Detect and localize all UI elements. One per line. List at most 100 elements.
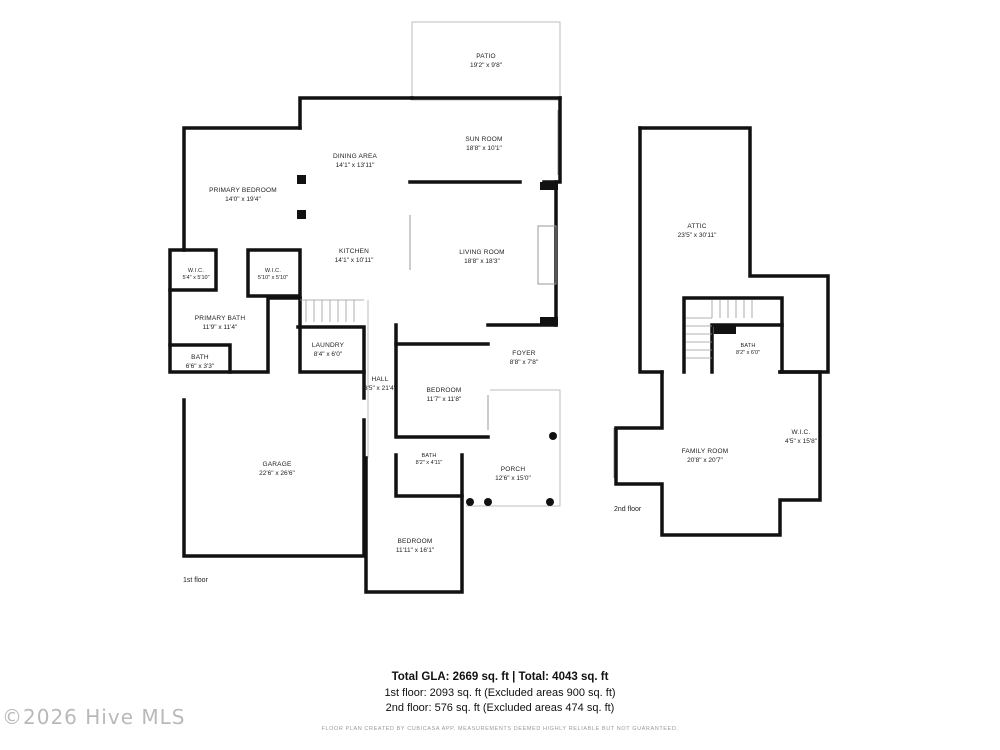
room-label-bath-small: BATH 6'6" x 3'3" xyxy=(186,353,214,371)
wall-wic-left xyxy=(168,248,218,292)
summary-second-floor: 2nd floor: 576 sq. ft (Excluded areas 47… xyxy=(385,702,615,714)
room-label-dining-area: DINING AREA 14'1" x 13'11" xyxy=(333,152,377,170)
stairs-first xyxy=(300,299,364,322)
room-dims: 5'4" x 5'10" xyxy=(182,275,210,281)
room-label-wic-left: W.I.C. 5'4" x 5'10" xyxy=(182,268,209,282)
room-name: FOYER xyxy=(512,350,536,357)
room-name: DINING AREA xyxy=(332,153,378,160)
room-label-garage: GARAGE 22'6" x 26'6" xyxy=(259,460,295,478)
room-dims: 11'11" x 16'1" xyxy=(395,547,435,554)
wall-bath-small xyxy=(168,343,232,374)
room-name: W.I.C. xyxy=(187,268,205,274)
floor-label-first: 1st floor xyxy=(183,577,208,584)
room-dims: 18'8" x 10'1" xyxy=(466,145,502,152)
room-dims: 8'4" x 6'0" xyxy=(313,351,343,358)
room-name: KITCHEN xyxy=(339,248,369,255)
room-dims: 6'6" x 3'3" xyxy=(185,363,215,370)
stairs-second xyxy=(686,300,753,359)
wall-family xyxy=(614,370,822,537)
fireplace-top xyxy=(540,182,558,190)
room-label-kitchen: KITCHEN 14'1" x 10'11" xyxy=(335,247,374,265)
floor-label-second: 2nd floor xyxy=(614,506,642,513)
wall-blocks xyxy=(297,175,736,506)
room-dims: 8'2" x 6'0" xyxy=(735,350,761,356)
wall-attic xyxy=(638,126,830,374)
wall-primary xyxy=(168,126,302,374)
room-dims: 14'1" x 13'11" xyxy=(335,162,375,169)
room-name: ATTIC xyxy=(687,223,707,230)
room-label-bath-lower: BATH 8'2" x 4'11" xyxy=(416,453,443,467)
room-name: BATH xyxy=(421,453,437,459)
fireplace-hearth xyxy=(537,225,557,285)
room-dims: 23'5" x 30'11" xyxy=(677,232,717,239)
porch-post-2 xyxy=(466,498,474,506)
wall-stair-well xyxy=(682,296,784,374)
room-name: LIVING ROOM xyxy=(459,249,505,256)
porch-post-3 xyxy=(484,498,492,506)
room-name: W.I.C. xyxy=(264,268,282,274)
room-name: BATH xyxy=(191,354,209,361)
wall-lower-bedroom xyxy=(364,456,464,594)
porch-post-4 xyxy=(546,498,554,506)
wall-dining-top xyxy=(298,96,414,130)
wall-attic-left xyxy=(638,126,664,374)
patio-outline xyxy=(411,21,561,101)
room-label-laundry: LAUNDRY 8'4" x 6'0" xyxy=(312,341,344,359)
room-label-wic-second: W.I.C. 4'5" x 15'8" xyxy=(785,428,817,446)
room-label-hall: HALL 3'5" x 21'4" xyxy=(364,375,396,393)
porch-post-1 xyxy=(549,432,557,440)
room-label-attic: ATTIC 23'5" x 30'11" xyxy=(678,222,717,240)
room-name: PRIMARY BEDROOM xyxy=(209,187,277,194)
fireplace xyxy=(537,225,557,285)
room-dims: 22'6" x 26'6" xyxy=(259,470,295,477)
room-label-bath-second: BATH 8'2" x 6'0" xyxy=(736,343,760,357)
room-dims: 3'5" x 21'4" xyxy=(363,385,397,392)
room-label-primary-bedroom: PRIMARY BEDROOM 14'0" x 19'4" xyxy=(209,186,277,204)
room-name: HALL xyxy=(371,376,389,383)
room-label-bedroom-mid: BEDROOM 11'7" x 11'8" xyxy=(427,386,462,404)
room-dims: 8'2" x 4'11" xyxy=(415,460,443,466)
room-name: PATIO xyxy=(476,53,496,60)
room-label-porch: PORCH 12'6" x 15'0" xyxy=(495,465,531,483)
room-label-bedroom-lower: BEDROOM 11'11" x 16'1" xyxy=(396,537,434,555)
room-label-sun-room: SUN ROOM 18'8" x 10'1" xyxy=(465,135,502,153)
attic-bath-block xyxy=(714,325,736,334)
walls-second xyxy=(614,126,830,537)
room-label-living-room: LIVING ROOM 18'8" x 18'3" xyxy=(459,248,505,266)
room-dims: 12'6" x 15'0" xyxy=(495,475,531,482)
room-label-primary-bath: PRIMARY BATH 11'9" x 11'4" xyxy=(195,314,245,332)
porch-outline xyxy=(466,389,561,507)
room-name: PRIMARY BATH xyxy=(194,315,246,322)
room-dims: 4'5" x 15'8" xyxy=(784,438,818,445)
room-dims: 20'8" x 20'7" xyxy=(687,457,723,464)
room-name: GARAGE xyxy=(262,461,292,468)
room-dims: 5'10" x 5'10" xyxy=(257,275,289,281)
wall-attic-bath xyxy=(710,323,784,374)
watermark-text: ©2026 Hive MLS xyxy=(2,705,186,729)
room-name: SUN ROOM xyxy=(465,136,503,143)
room-label-foyer: FOYER 8'8" x 7'8" xyxy=(510,349,538,367)
room-name: LAUNDRY xyxy=(311,342,345,349)
room-dims: 14'0" x 19'4" xyxy=(225,196,261,203)
room-label-wic-right: W.I.C. 5'10" x 5'10" xyxy=(258,268,288,282)
room-dims: 14'1" x 10'11" xyxy=(334,257,374,264)
room-dims: 11'9" x 11'4" xyxy=(202,324,238,331)
wall-lower-bath xyxy=(394,453,464,498)
room-name: FAMILY ROOM xyxy=(681,448,729,455)
room-dims: 19'2" x 9'8" xyxy=(469,62,503,69)
room-dims: 11'7" x 11'8" xyxy=(426,396,462,403)
column-1 xyxy=(297,175,306,184)
summary-total: Total GLA: 2669 sq. ft | Total: 4043 sq.… xyxy=(391,671,609,683)
room-name: BEDROOM xyxy=(397,538,433,545)
room-name: W.I.C. xyxy=(791,429,811,436)
room-name: BEDROOM xyxy=(426,387,462,394)
room-name: PORCH xyxy=(500,466,526,473)
room-label-family-room: FAMILY ROOM 20'8" x 20'7" xyxy=(682,447,729,465)
column-2 xyxy=(297,210,306,219)
room-name: BATH xyxy=(740,343,756,349)
wall-garage xyxy=(182,398,366,558)
walls xyxy=(168,96,562,594)
room-dims: 8'8" x 7'8" xyxy=(509,359,539,366)
room-dims: 18'8" x 18'3" xyxy=(464,258,500,265)
